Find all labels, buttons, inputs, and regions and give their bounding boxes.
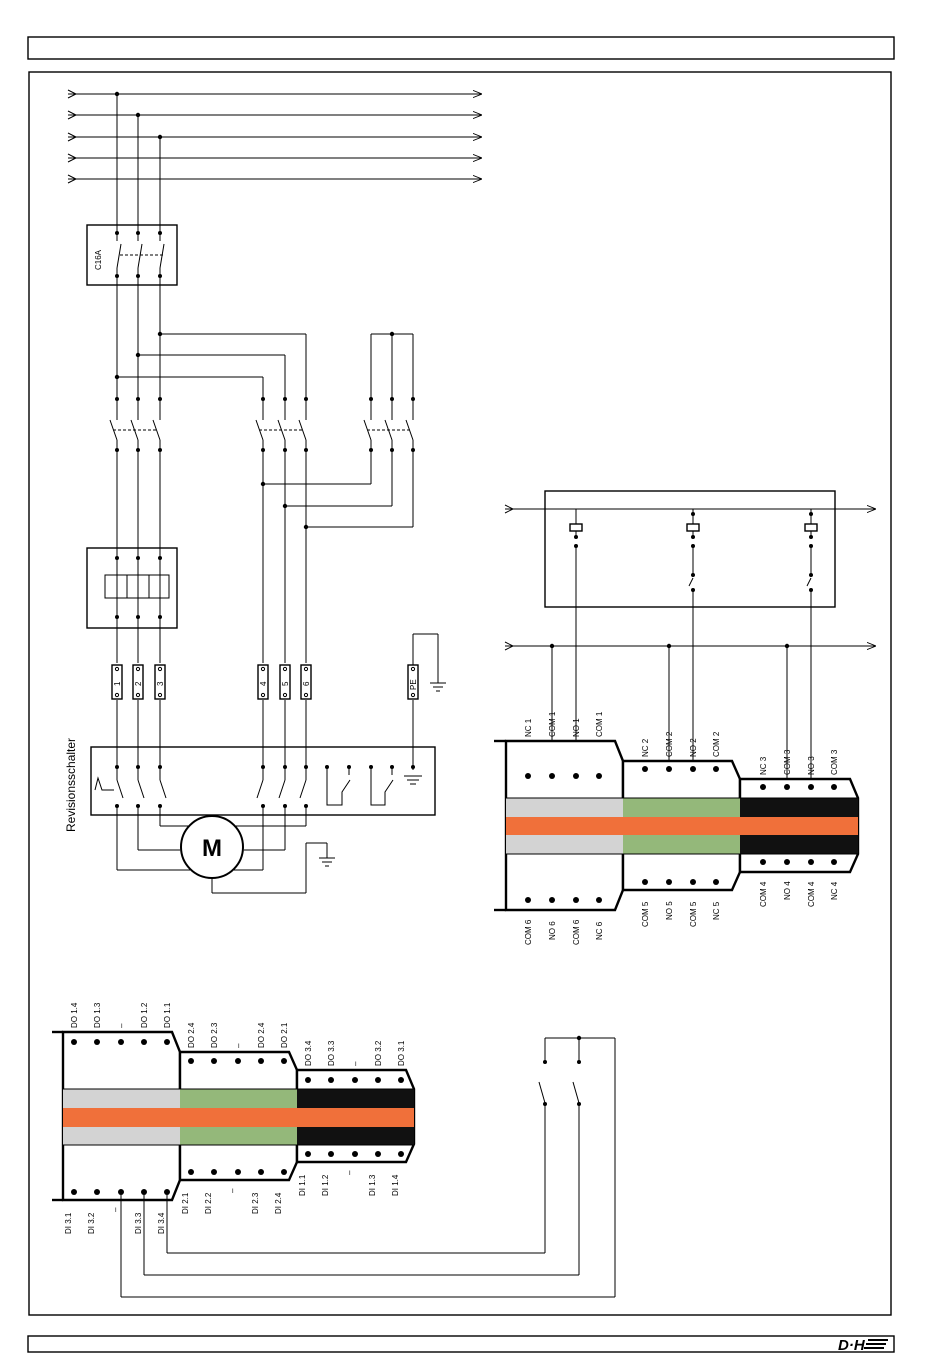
svg-text:–: – bbox=[234, 1043, 243, 1048]
svg-text:DO 1.1: DO 1.1 bbox=[163, 1002, 172, 1028]
terminal-1: 1 bbox=[113, 681, 122, 686]
svg-text:DO 3.2: DO 3.2 bbox=[374, 1040, 383, 1066]
svg-text:DO 1.3: DO 1.3 bbox=[93, 1002, 102, 1028]
svg-text:DI 1.4: DI 1.4 bbox=[391, 1174, 400, 1196]
svg-text:NC 6: NC 6 bbox=[595, 921, 604, 940]
terminal-6: 6 bbox=[302, 681, 311, 686]
footer-bar bbox=[27, 1335, 895, 1353]
svg-text:–: – bbox=[228, 1188, 237, 1193]
svg-text:DI 1.2: DI 1.2 bbox=[321, 1174, 330, 1196]
io-module bbox=[52, 1030, 416, 1202]
svg-text:COM 4: COM 4 bbox=[807, 881, 816, 907]
reversing-crossover bbox=[260, 450, 414, 663]
svg-text:DI 3.3: DI 3.3 bbox=[134, 1212, 143, 1234]
svg-text:DI 1.1: DI 1.1 bbox=[298, 1174, 307, 1196]
svg-text:DO 2.3: DO 2.3 bbox=[210, 1022, 219, 1048]
svg-text:NO 5: NO 5 bbox=[665, 901, 674, 920]
svg-text:COM 5: COM 5 bbox=[641, 901, 650, 927]
terminal-5: 5 bbox=[281, 681, 290, 686]
motor: M bbox=[116, 806, 335, 894]
svg-text:NC 3: NC 3 bbox=[759, 756, 768, 775]
revision-switch: Revisionsschalter bbox=[64, 700, 436, 832]
svg-text:NO 3: NO 3 bbox=[807, 756, 816, 775]
svg-text:COM 2: COM 2 bbox=[665, 731, 674, 757]
header-bar bbox=[27, 36, 895, 60]
terminal-pe: PE bbox=[409, 679, 418, 690]
svg-text:–: – bbox=[351, 1061, 360, 1066]
io-labels-top: DO 1.4 DO 1.3 – DO 1.2 DO 1.1 DO 2.4 DO … bbox=[70, 1002, 406, 1066]
svg-text:COM 2: COM 2 bbox=[712, 731, 721, 757]
thermal-overload-relay bbox=[86, 547, 178, 629]
relay-labels-bottom: COM 6 NO 6 COM 6 NC 6 COM 5 NO 5 COM 5 N… bbox=[524, 881, 839, 945]
coil-module bbox=[504, 490, 876, 608]
svg-text:NO 2: NO 2 bbox=[689, 738, 698, 757]
svg-text:DI 3.4: DI 3.4 bbox=[157, 1212, 166, 1234]
terminal-4: 4 bbox=[259, 681, 268, 686]
svg-text:NC 5: NC 5 bbox=[712, 901, 721, 920]
svg-text:–: – bbox=[345, 1170, 354, 1175]
svg-text:DO 1.2: DO 1.2 bbox=[140, 1002, 149, 1028]
svg-text:DO 3.1: DO 3.1 bbox=[397, 1040, 406, 1066]
svg-text:NO 6: NO 6 bbox=[548, 921, 557, 940]
svg-text:DO 1.4: DO 1.4 bbox=[70, 1002, 79, 1028]
circuit-breaker-c16a: C16A bbox=[86, 224, 178, 286]
relay-supply-line bbox=[504, 546, 876, 787]
svg-text:DO 3.4: DO 3.4 bbox=[304, 1040, 313, 1066]
svg-text:COM 1: COM 1 bbox=[548, 711, 557, 737]
svg-text:COM 6: COM 6 bbox=[572, 919, 581, 945]
dh-logo: D·H bbox=[838, 1337, 888, 1354]
svg-text:COM 1: COM 1 bbox=[595, 711, 604, 737]
svg-text:DO 2.4: DO 2.4 bbox=[187, 1022, 196, 1048]
svg-text:COM 3: COM 3 bbox=[783, 749, 792, 775]
svg-text:DI 2.4: DI 2.4 bbox=[274, 1192, 283, 1214]
svg-text:COM 5: COM 5 bbox=[689, 901, 698, 927]
svg-text:DO 2.1: DO 2.1 bbox=[280, 1022, 289, 1048]
svg-text:NO 1: NO 1 bbox=[572, 718, 581, 737]
drawing-frame bbox=[28, 71, 892, 1316]
supply-lines bbox=[67, 89, 482, 184]
breaker-label: C16A bbox=[94, 249, 103, 270]
svg-text:–: – bbox=[117, 1023, 126, 1028]
svg-text:DI 2.2: DI 2.2 bbox=[204, 1192, 213, 1214]
earth-symbol-pe bbox=[412, 633, 446, 770]
terminal-3: 3 bbox=[156, 681, 165, 686]
relay-labels-top: NC 1 COM 1 NO 1 COM 1 NC 2 COM 2 NO 2 CO… bbox=[524, 711, 839, 775]
svg-text:NC 4: NC 4 bbox=[830, 881, 839, 900]
io-labels-bottom: DI 3.1 DI 3.2 – DI 3.3 DI 3.4 DI 2.1 DI … bbox=[64, 1170, 400, 1234]
svg-text:NC 1: NC 1 bbox=[524, 718, 533, 737]
terminal-strip: 1 2 3 4 5 6 PE bbox=[111, 664, 419, 700]
svg-text:DI 2.3: DI 2.3 bbox=[251, 1192, 260, 1214]
svg-text:DI 1.3: DI 1.3 bbox=[368, 1174, 377, 1196]
revision-switch-label: Revisionsschalter bbox=[64, 738, 78, 832]
svg-text:NO 4: NO 4 bbox=[783, 881, 792, 900]
phase-conductors bbox=[116, 94, 161, 780]
svg-text:DO 2.4: DO 2.4 bbox=[257, 1022, 266, 1048]
svg-text:COM 4: COM 4 bbox=[759, 881, 768, 907]
motor-label: M bbox=[202, 835, 222, 862]
io-external-wiring bbox=[120, 1035, 616, 1298]
svg-text:COM 3: COM 3 bbox=[830, 749, 839, 775]
svg-text:DI 3.2: DI 3.2 bbox=[87, 1212, 96, 1234]
terminal-2: 2 bbox=[134, 681, 143, 686]
contactor-feeds bbox=[114, 331, 414, 420]
svg-text:D·H: D·H bbox=[838, 1337, 866, 1354]
svg-text:DI 2.1: DI 2.1 bbox=[181, 1192, 190, 1214]
contactor-contacts bbox=[109, 397, 415, 452]
svg-text:NC 2: NC 2 bbox=[641, 738, 650, 757]
svg-text:–: – bbox=[111, 1207, 120, 1212]
svg-text:DI 3.1: DI 3.1 bbox=[64, 1212, 73, 1234]
svg-text:DO 3.3: DO 3.3 bbox=[327, 1040, 336, 1066]
svg-text:COM 6: COM 6 bbox=[524, 919, 533, 945]
relay-module bbox=[494, 739, 860, 912]
